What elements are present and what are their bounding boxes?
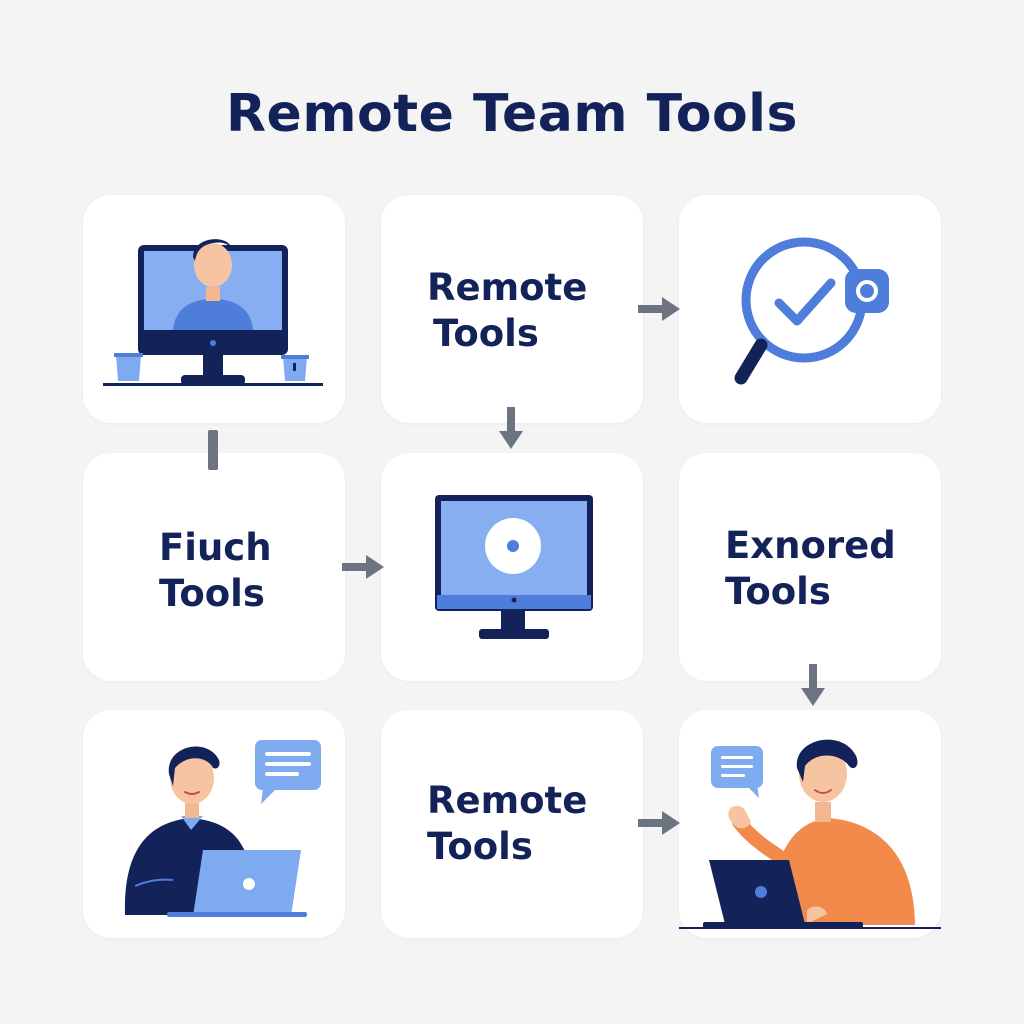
card-search-check [679, 195, 941, 423]
card-label-line2: Tools [427, 825, 533, 868]
card-person-laptop [83, 710, 345, 938]
card-label: Remote Tools [427, 778, 587, 870]
arrow-down-icon [499, 407, 523, 449]
video-call-monitor-icon [103, 239, 323, 386]
card-label-line2: Tools [433, 312, 539, 355]
person-laptop-gesture-icon [679, 739, 941, 929]
magnifier-check-icon [734, 237, 889, 385]
card-label-line1: Exnored [725, 524, 896, 567]
card-remote-tools-bottom: Remote Tools [381, 710, 643, 938]
card-remote-tools-top: Remote Tools [381, 195, 643, 423]
arrow-right-icon [638, 811, 680, 835]
card-label-line1: Remote [427, 779, 588, 822]
connector-bar-icon [208, 430, 218, 470]
card-fiuch-tools: Fiuch Tools [83, 453, 345, 681]
card-video-call [83, 195, 345, 423]
card-label-line2: Tools [725, 570, 831, 613]
card-label-line1: Fiuch [159, 526, 272, 569]
card-person-presenting [679, 710, 941, 938]
person-laptop-chat-icon [124, 740, 321, 917]
page-title: Remote Team Tools [226, 84, 798, 144]
card-label-line1: Remote [427, 266, 588, 309]
desktop-monitor-icon [435, 495, 593, 639]
arrow-right-icon [638, 297, 680, 321]
arrow-right-icon [342, 555, 384, 579]
card-label-line2: Tools [159, 572, 265, 615]
card-label: Fiuch Tools [159, 525, 272, 617]
card-label: Exnored Tools [725, 523, 896, 615]
arrow-down-icon [801, 664, 825, 706]
card-exnored-tools: Exnored Tools [679, 453, 941, 681]
card-desktop [381, 453, 643, 681]
card-label: Remote Tools [427, 265, 587, 357]
